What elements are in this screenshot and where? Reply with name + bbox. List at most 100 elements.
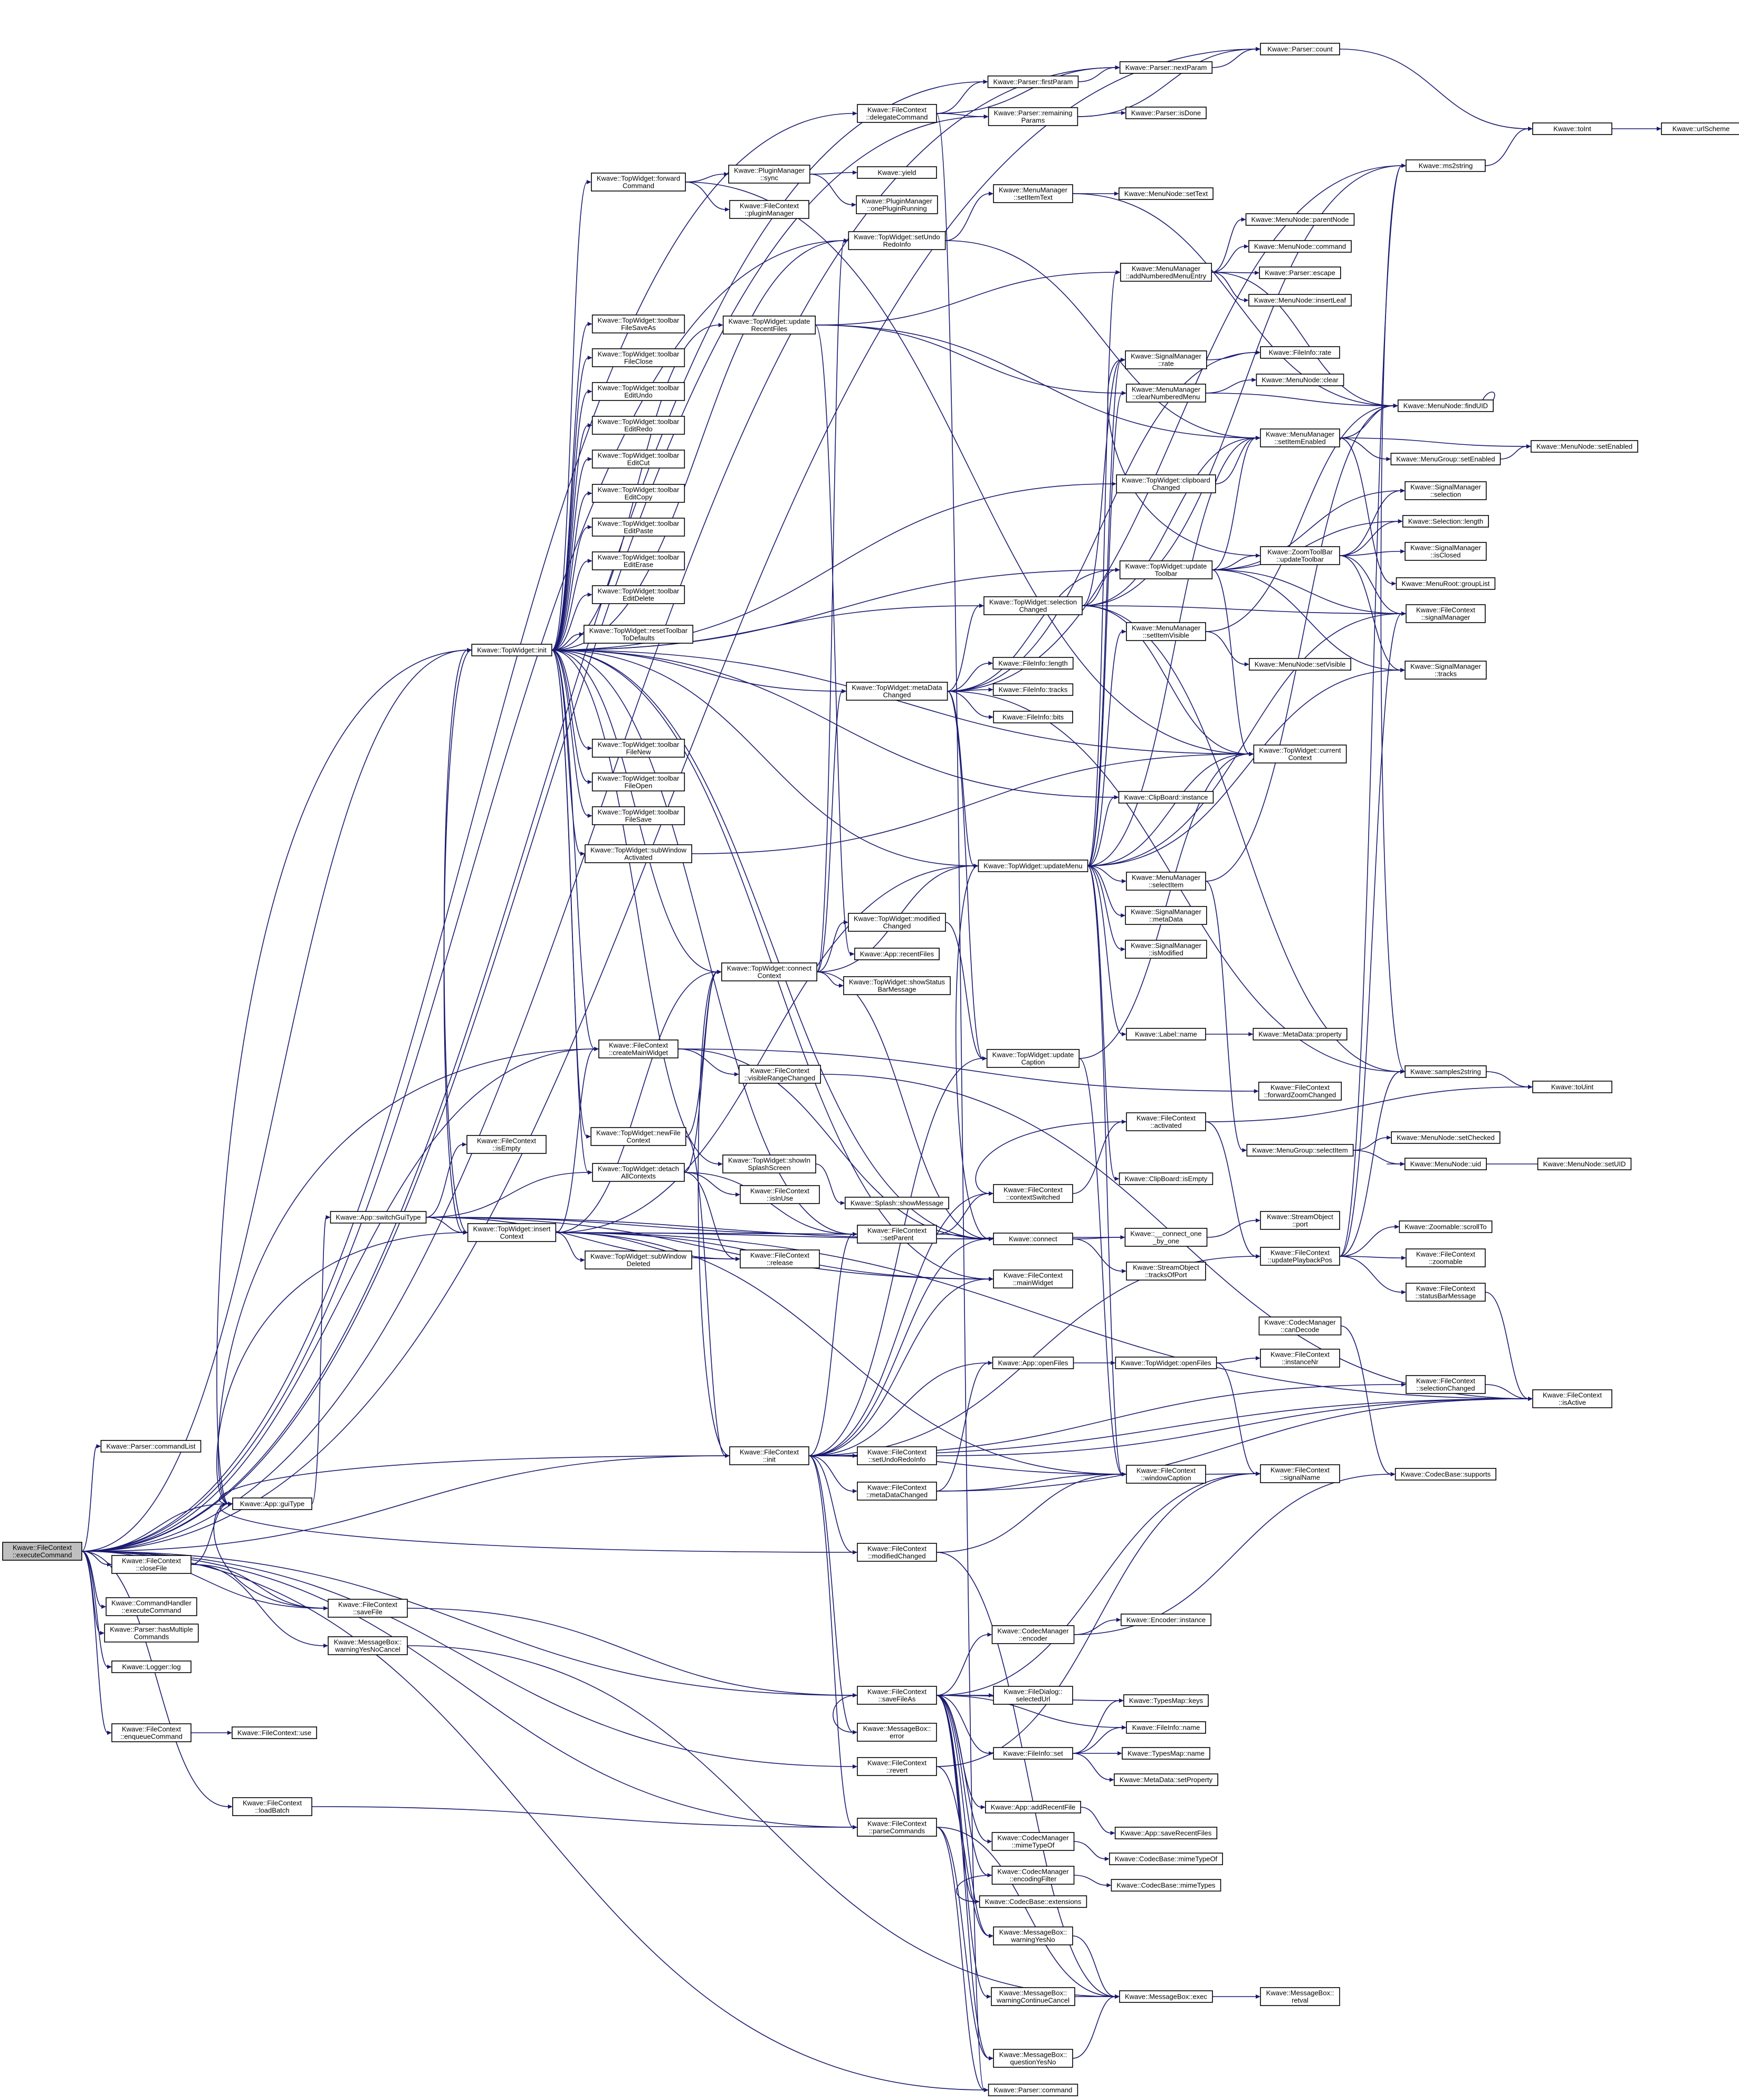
node-mnFindUID[interactable]: Kwave::MenuNode::findUID <box>1397 399 1494 412</box>
node-nextParam[interactable]: Kwave::Parser::nextParam <box>1119 61 1213 74</box>
node-fcIsActive[interactable]: Kwave::FileContext::isActive <box>1532 1389 1612 1408</box>
node-mmSetEnabled[interactable]: Kwave::MenuManager::setItemEnabled <box>1260 428 1340 447</box>
node-fiLength[interactable]: Kwave::FileInfo::length <box>992 657 1074 670</box>
node-setParent[interactable]: Kwave::FileContext::setParent <box>857 1225 937 1244</box>
node-fcModChanged[interactable]: Kwave::FileContext::modifiedChanged <box>857 1543 937 1562</box>
node-cmEncFilter[interactable]: Kwave::CodecManager::encodingFilter <box>991 1866 1075 1885</box>
node-createMain[interactable]: Kwave::FileContext::createMainWidget <box>598 1039 679 1058</box>
node-mnSetChecked[interactable]: Kwave::MenuNode::setChecked <box>1391 1131 1501 1144</box>
node-isEmptyFC[interactable]: Kwave::FileContext::isEmpty <box>466 1135 547 1154</box>
node-setUndoRedoFC[interactable]: Kwave::FileContext::setUndoRedoInfo <box>857 1446 937 1465</box>
node-samples2str[interactable]: Kwave::samples2string <box>1404 1065 1487 1078</box>
node-soTracksOfPort[interactable]: Kwave::StreamObject::tracksOfPort <box>1126 1262 1206 1281</box>
node-fcZoomable[interactable]: Kwave::FileContext::zoomable <box>1406 1248 1486 1267</box>
node-mmSelectItem[interactable]: Kwave::MenuManager::selectItem <box>1126 872 1206 891</box>
node-mbWarnYN[interactable]: Kwave::MessageBox::warningYesNo <box>993 1926 1073 1945</box>
node-cmCanDecode[interactable]: Kwave::CodecManager::canDecode <box>1258 1316 1342 1335</box>
node-count[interactable]: Kwave::Parser::count <box>1260 43 1340 55</box>
node-fcSignalMgr[interactable]: Kwave::FileContext::signalManager <box>1406 604 1486 623</box>
node-labelName[interactable]: Kwave::Label::name <box>1126 1028 1206 1041</box>
node-isDone[interactable]: Kwave::Parser::isDone <box>1125 107 1207 119</box>
node-winCaption[interactable]: Kwave::FileContext::windowCaption <box>1126 1465 1206 1484</box>
node-cbInstance[interactable]: Kwave::ClipBoard::instance <box>1118 791 1214 804</box>
node-fwdZoom[interactable]: Kwave::FileContext::forwardZoomChanged <box>1258 1082 1342 1101</box>
node-selectedUrl[interactable]: Kwave::FileDialog::selectedUrl <box>993 1686 1073 1705</box>
node-cbExtensions[interactable]: Kwave::CodecBase::extensions <box>979 1895 1087 1908</box>
node-splashMsg[interactable]: Kwave::Splash::showMessage <box>845 1197 949 1209</box>
node-updMenu[interactable]: Kwave::TopWidget::updateMenu <box>978 860 1088 872</box>
node-zoomScrollTo[interactable]: Kwave::Zoomable::scrollTo <box>1399 1220 1493 1233</box>
node-firstParam[interactable]: Kwave::Parser::firstParam <box>987 75 1079 88</box>
node-mmAddNumbered[interactable]: Kwave::MenuManager::addNumberedMenuEntry <box>1120 263 1212 282</box>
node-setUndoRedo[interactable]: Kwave::TopWidget::setUndoRedoInfo <box>848 231 946 250</box>
node-use[interactable]: Kwave::FileContext::use <box>232 1726 317 1739</box>
node-warnYNC[interactable]: Kwave::MessageBox::warningYesNoCancel <box>328 1636 408 1655</box>
node-fcInit[interactable]: Kwave::FileContext::init <box>729 1446 809 1465</box>
node-cmdHandler[interactable]: Kwave::CommandHandler::executeCommand <box>106 1597 197 1616</box>
node-tmName[interactable]: Kwave::TypesMap::name <box>1122 1747 1210 1760</box>
node-urlScheme[interactable]: Kwave::urlScheme <box>1661 122 1739 135</box>
node-toInt[interactable]: Kwave::toInt <box>1532 122 1612 135</box>
node-fcActivated[interactable]: Kwave::FileContext::activated <box>1126 1112 1206 1131</box>
node-smRate[interactable]: Kwave::SignalManager::rate <box>1125 350 1207 369</box>
node-mnCommand[interactable]: Kwave::MenuNode::command <box>1248 240 1352 253</box>
node-groupList[interactable]: Kwave::MenuRoot::groupList <box>1396 577 1496 590</box>
node-fcSelChanged[interactable]: Kwave::FileContext::selectionChanged <box>1406 1375 1486 1394</box>
node-selChanged[interactable]: Kwave::TopWidget::selectionChanged <box>983 596 1083 615</box>
node-mmClearNum[interactable]: Kwave::MenuManager::clearNumberedMenu <box>1126 384 1206 403</box>
node-recentFiles[interactable]: Kwave::App::recentFiles <box>854 948 940 960</box>
node-twUpdTb[interactable]: Kwave::TopWidget::updateToolbar <box>1119 560 1213 579</box>
node-mnInsertLeaf[interactable]: Kwave::MenuNode::insertLeaf <box>1248 294 1352 307</box>
node-smIsClosed[interactable]: Kwave::SignalManager::isClosed <box>1404 542 1487 561</box>
node-enqueue[interactable]: Kwave::FileContext::enqueueCommand <box>111 1723 192 1742</box>
node-twInit[interactable]: Kwave::TopWidget::init <box>471 644 552 656</box>
node-fiSet[interactable]: Kwave::FileInfo::set <box>993 1747 1073 1760</box>
node-isInUse[interactable]: Kwave::FileContext::isInUse <box>740 1185 820 1204</box>
node-smTracks[interactable]: Kwave::SignalManager::tracks <box>1404 661 1487 680</box>
node-pEscape[interactable]: Kwave::Parser::escape <box>1259 266 1341 279</box>
node-connect[interactable]: Kwave::connect <box>993 1233 1073 1245</box>
node-mbExec[interactable]: Kwave::MessageBox::exec <box>1119 1990 1213 2003</box>
node-saveRecent[interactable]: Kwave::App::saveRecentFiles <box>1114 1827 1218 1839</box>
node-mnParent[interactable]: Kwave::MenuNode::parentNode <box>1245 213 1355 226</box>
node-ctxSwitched[interactable]: Kwave::FileContext::contextSwitched <box>993 1184 1073 1203</box>
node-mmSetVisible[interactable]: Kwave::MenuManager::setItemVisible <box>1126 622 1206 641</box>
node-cbMimeTypes[interactable]: Kwave::CodecBase::mimeTypes <box>1111 1879 1221 1892</box>
node-smSelection[interactable]: Kwave::SignalManager::selection <box>1404 481 1487 500</box>
node-parseCmds[interactable]: Kwave::FileContext::parseCommands <box>857 1818 937 1837</box>
node-pmSync[interactable]: Kwave::PluginManager::sync <box>728 165 810 184</box>
node-cbSupports[interactable]: Kwave::CodecBase::supports <box>1394 1468 1497 1481</box>
node-mdSetProp[interactable]: Kwave::MetaData::setProperty <box>1114 1773 1218 1786</box>
node-execCmd[interactable]: Kwave::FileContext::executeCommand <box>2 1542 82 1561</box>
node-zoomUpdTb[interactable]: Kwave::ZoomToolBar::updateToolbar <box>1260 546 1340 565</box>
node-visRange[interactable]: Kwave::FileContext::visibleRangeChanged <box>738 1065 821 1084</box>
node-mgSelectItem[interactable]: Kwave::MenuGroup::selectItem <box>1246 1144 1354 1157</box>
node-mbQuestion[interactable]: Kwave::MessageBox::questionYesNo <box>993 2049 1073 2068</box>
node-mbRetval[interactable]: Kwave::MessageBox::retval <box>1260 1987 1340 2006</box>
node-mdProperty[interactable]: Kwave::MetaData::property <box>1253 1028 1348 1041</box>
node-mnSetEnabled[interactable]: Kwave::MenuNode::setEnabled <box>1531 440 1638 453</box>
node-encInstance[interactable]: Kwave::Encoder::instance <box>1121 1614 1211 1626</box>
node-release[interactable]: Kwave::FileContext::release <box>740 1249 820 1268</box>
node-cbIsEmpty[interactable]: Kwave::ClipBoard::isEmpty <box>1119 1172 1214 1185</box>
node-mnUid[interactable]: Kwave::MenuNode::uid <box>1404 1158 1487 1170</box>
node-loadBatch[interactable]: Kwave::FileContext::loadBatch <box>232 1797 312 1816</box>
